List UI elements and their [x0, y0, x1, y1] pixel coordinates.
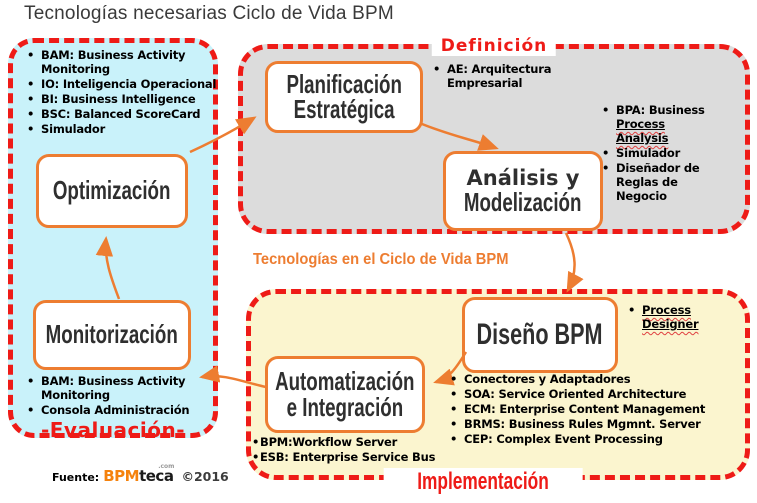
page-title: Tecnologías necesarias Ciclo de Vida BPM [24, 3, 394, 24]
list-item: BAM: Business Activity Monitoring [26, 48, 221, 76]
planificacion-estrategica-box: Planificación Estratégica [265, 61, 423, 133]
evaluacion-top-list: BAM: Business Activity Monitoring IO: In… [26, 48, 221, 137]
list-item: ESB: Enterprise Service Bus [252, 450, 452, 464]
source-label: Fuente: [52, 471, 100, 484]
copyright-year: ©2016 [181, 469, 229, 484]
monitorizacion-box: Monitorización [33, 300, 191, 370]
list-item-text: BPA: Business [616, 103, 705, 117]
evaluacion-label: -Evaluación- [40, 418, 186, 442]
list-item: BAM: Business Activity Monitoring [26, 374, 221, 402]
box-label-line1: Análisis y [466, 165, 580, 190]
implementacion-label: Implementación [383, 468, 583, 496]
definicion-ae-list: AE: Arquitectura Empresarial [432, 62, 582, 91]
definicion-label: Definición [431, 36, 557, 56]
footer: Fuente: BPMteca.com ©2016 [52, 464, 229, 485]
list-item: Conectores y Adaptadores [449, 372, 749, 386]
list-item: BPA: Business Process Analysis [601, 103, 719, 145]
list-item: Process Designer [627, 303, 735, 331]
list-item: BPM:Workflow Server [252, 435, 452, 449]
process-designer-list: Process Designer [627, 303, 735, 332]
box-label: Diseño BPM [476, 318, 604, 352]
implementacion-right-list: Conectores y Adaptadores SOA: Service Or… [449, 372, 749, 447]
evaluacion-bottom-list: BAM: Business Activity Monitoring Consol… [26, 374, 221, 418]
list-item: BRMS: Business Rules Mgmnt. Server [449, 417, 749, 431]
list-item: SOA: Service Oriented Architecture [449, 387, 749, 401]
list-item: Consola Administración [26, 403, 221, 417]
list-item: Simulador [601, 146, 719, 160]
list-item: Diseñador de Reglas de Negocio [601, 161, 719, 203]
bpmteca-logo: BPMteca.com [103, 464, 174, 485]
definicion-bpa-list: BPA: Business Process Analysis Simulador… [601, 103, 719, 204]
list-item-underlined: Process Analysis [616, 117, 669, 146]
implementacion-bottom-list: BPM:Workflow Server ESB: Enterprise Serv… [252, 435, 452, 465]
list-item: ECM: Enterprise Content Management [449, 402, 749, 416]
list-item: IO: Inteligencia Operacional [26, 77, 221, 91]
underlined-text: Process Designer [642, 303, 699, 332]
list-item: AE: Arquitectura Empresarial [432, 62, 582, 90]
logo-teca-text: teca [139, 467, 174, 485]
box-label: Optimización [53, 175, 171, 206]
list-item: BSC: Balanced ScoreCard [26, 107, 221, 121]
arrow-analisis-to-diseno [564, 232, 584, 293]
box-label-line1: Planificación [286, 68, 402, 99]
list-item: CEP: Complex Event Processing [449, 432, 749, 446]
analisis-modelizacion-box: Análisis y Modelización [443, 151, 603, 231]
box-label-line1: Automatización [275, 366, 415, 397]
box-label-line2: Modelización [464, 186, 582, 217]
list-item: BI: Business Intelligence [26, 92, 221, 106]
underlined-text: Process Analysis [616, 117, 669, 146]
diseno-bpm-box: Diseño BPM [462, 297, 618, 373]
list-item: Simulador [26, 122, 221, 136]
logo-bpm-text: BPM [103, 467, 140, 485]
box-label-line2: e Integración [286, 391, 404, 422]
implementacion-label-text: Implementación [417, 468, 549, 495]
list-item-underlined: Process Designer [642, 303, 699, 332]
optimizacion-box: Optimización [36, 154, 188, 228]
automatizacion-integracion-box: Automatización e Integración [265, 356, 425, 433]
box-label: Monitorización [45, 319, 179, 350]
box-label-line2: Estratégica [293, 94, 395, 124]
center-caption: Tecnologías en el Ciclo de Vida BPM [253, 251, 509, 268]
logo-com-text: .com [158, 463, 175, 470]
